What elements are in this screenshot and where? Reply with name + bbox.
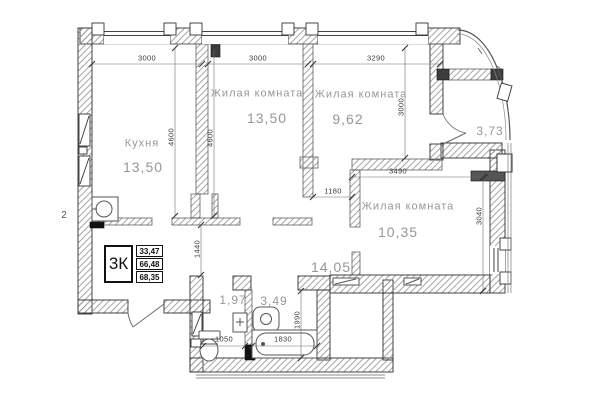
dim-living1-width: 3000	[249, 53, 267, 63]
wc-area-label: 1,97	[219, 293, 247, 307]
dim-wc-width: 1050	[215, 334, 233, 344]
living3-name-label: Жилая комната	[361, 200, 455, 213]
dim-opening-width: 1180	[324, 186, 342, 196]
apartment-type-badge: 3К	[104, 245, 133, 283]
living1-name-label: Жилая комната	[210, 87, 304, 100]
apartment-stamp: 3К 33,47 66,48 68,35	[104, 245, 163, 283]
windows	[91, 22, 512, 285]
dim-hall-length: 1440	[192, 240, 202, 258]
kitchen-area-label: 13,50	[122, 159, 164, 175]
balcony-window-frame	[496, 82, 513, 102]
bathroom-area-label: 3,49	[260, 294, 288, 308]
wardrobe-icon	[332, 277, 422, 286]
dim-living1-height: 4600	[205, 129, 215, 147]
balcony-glazing	[456, 29, 513, 293]
stamp-total-area: 68,35	[136, 271, 163, 283]
dim-living2-height: 3000	[396, 98, 406, 116]
dim-kitchen-width: 3000	[138, 53, 156, 63]
hall-area-label: 14,05	[310, 259, 352, 275]
balcony-door-arc	[442, 113, 467, 134]
fixtures	[91, 196, 422, 379]
dimension-ticks	[88, 44, 489, 362]
window-frame-boxes	[91, 22, 429, 36]
balcony-door-leaf	[442, 132, 467, 145]
stove-icon	[91, 196, 119, 222]
dim-living2-width: 3290	[367, 53, 385, 63]
sink-icon	[232, 312, 248, 333]
dim-living3-height: 3040	[474, 207, 484, 225]
entry-door-arc	[127, 303, 134, 328]
apartment-areas-table: 33,47 66,48 68,35	[136, 245, 163, 283]
dim-bath-width: 1830	[274, 334, 292, 344]
stamp-living-area: 33,47	[136, 245, 163, 257]
entry-door-leaf	[132, 303, 165, 328]
balcony-area-label: 3,73	[476, 124, 504, 138]
dim-kitchen-height: 4600	[166, 128, 176, 146]
dim-living3-width: 3490	[389, 166, 407, 176]
washbasin-icon	[252, 306, 280, 333]
dim-bathroom-height: 1990	[292, 311, 302, 329]
stamp-usable-area: 66,48	[136, 258, 163, 270]
bathtub-icon	[251, 329, 318, 359]
dimension-lines	[88, 44, 489, 362]
kitchen-name-label: Кухня	[124, 137, 160, 150]
axis-label: 2	[61, 210, 67, 221]
doors	[127, 113, 467, 328]
living3-area-label: 10,35	[377, 224, 419, 240]
vent-shafts	[78, 113, 203, 348]
living1-area-label: 13,50	[246, 110, 288, 126]
living2-area-label: 9,62	[332, 111, 364, 127]
living2-name-label: Жилая комната	[314, 88, 408, 101]
